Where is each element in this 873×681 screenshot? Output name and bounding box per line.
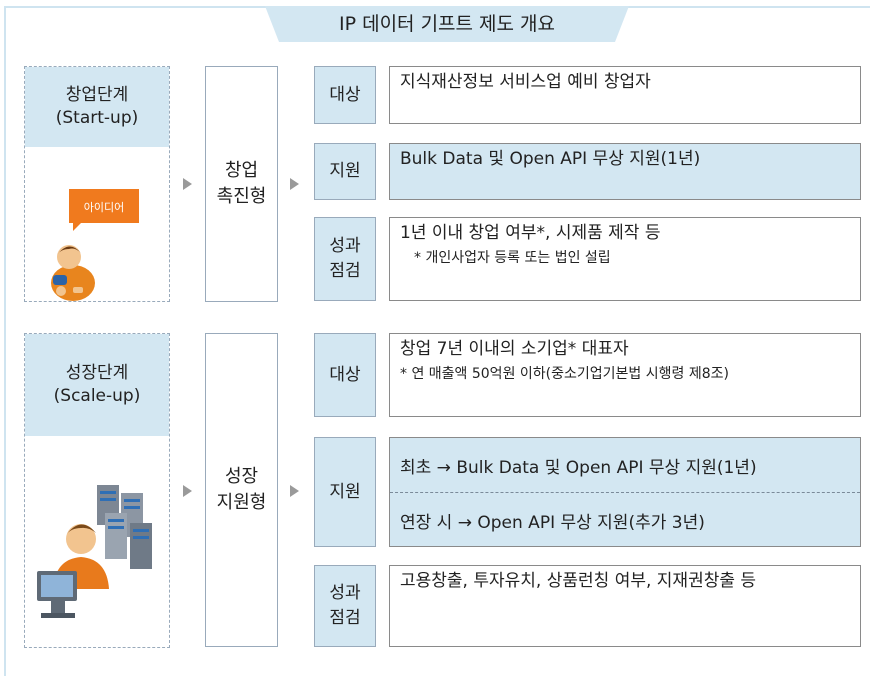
stage-scaleup-head: 성장단계 (Scale-up) — [25, 334, 169, 436]
stage-scaleup: 성장단계 (Scale-up) — [24, 333, 170, 648]
content-support-initial: 최초 → Bulk Data 및 Open API 무상 지원(1년) — [400, 457, 757, 478]
content-support-divider — [390, 492, 860, 493]
idea-badge-text: 아이디어 — [84, 201, 124, 214]
label-support: 지원 — [314, 143, 376, 200]
label-performance-check: 성과 점검 — [314, 565, 376, 647]
content-performance-note: * 개인사업자 등록 또는 법인 설립 — [414, 250, 611, 266]
label-performance-check: 성과 점검 — [314, 217, 376, 301]
content-target: 창업 7년 이내의 소기업* 대표자 * 연 매출액 50억원 이하(중소기업기… — [389, 333, 861, 417]
type-growth-support: 성장 지원형 — [205, 333, 278, 647]
type-startup-promotion: 창업 촉진형 — [205, 66, 278, 302]
label-support: 지원 — [314, 437, 376, 547]
content-support-text: Bulk Data 및 Open API 무상 지원(1년) — [400, 149, 701, 169]
stage-startup: 창업단계 (Start-up) 아이디어 — [24, 66, 170, 302]
arrow-right-icon — [290, 178, 299, 190]
arrow-right-icon — [183, 178, 192, 190]
idea-person-icon: 아이디어 — [51, 189, 139, 301]
page-title: IP 데이터 기프트 제도 개요 — [338, 13, 556, 35]
title-tab: IP 데이터 기프트 제도 개요 — [265, 6, 629, 42]
arrow-right-icon — [183, 485, 192, 497]
arrow-right-icon — [290, 485, 299, 497]
person-server-icon — [37, 485, 152, 618]
title-tab-shape — [265, 6, 629, 42]
content-target: 지식재산정보 서비스업 예비 창업자 — [389, 66, 861, 124]
content-target-text: 지식재산정보 서비스업 예비 창업자 — [400, 72, 651, 92]
stage-startup-head: 창업단계 (Start-up) — [25, 67, 169, 147]
content-performance-check: 1년 이내 창업 여부*, 시제품 제작 등 * 개인사업자 등록 또는 법인 … — [389, 217, 861, 301]
content-performance-text: 고용창출, 투자유치, 상품런칭 여부, 지재권창출 등 — [400, 571, 757, 591]
label-target: 대상 — [314, 333, 376, 417]
content-support-extension: 연장 시 → Open API 무상 지원(추가 3년) — [400, 512, 705, 533]
content-performance-text: 1년 이내 창업 여부*, 시제품 제작 등 — [400, 223, 661, 243]
content-support: Bulk Data 및 Open API 무상 지원(1년) — [389, 143, 861, 200]
content-target-text: 창업 7년 이내의 소기업* 대표자 — [400, 339, 629, 359]
content-target-note: * 연 매출액 50억원 이하(중소기업기본법 시행령 제8조) — [400, 366, 729, 382]
content-performance-check: 고용창출, 투자유치, 상품런칭 여부, 지재권창출 등 — [389, 565, 861, 647]
label-target: 대상 — [314, 66, 376, 124]
content-support: 최초 → Bulk Data 및 Open API 무상 지원(1년) 연장 시… — [389, 437, 861, 547]
